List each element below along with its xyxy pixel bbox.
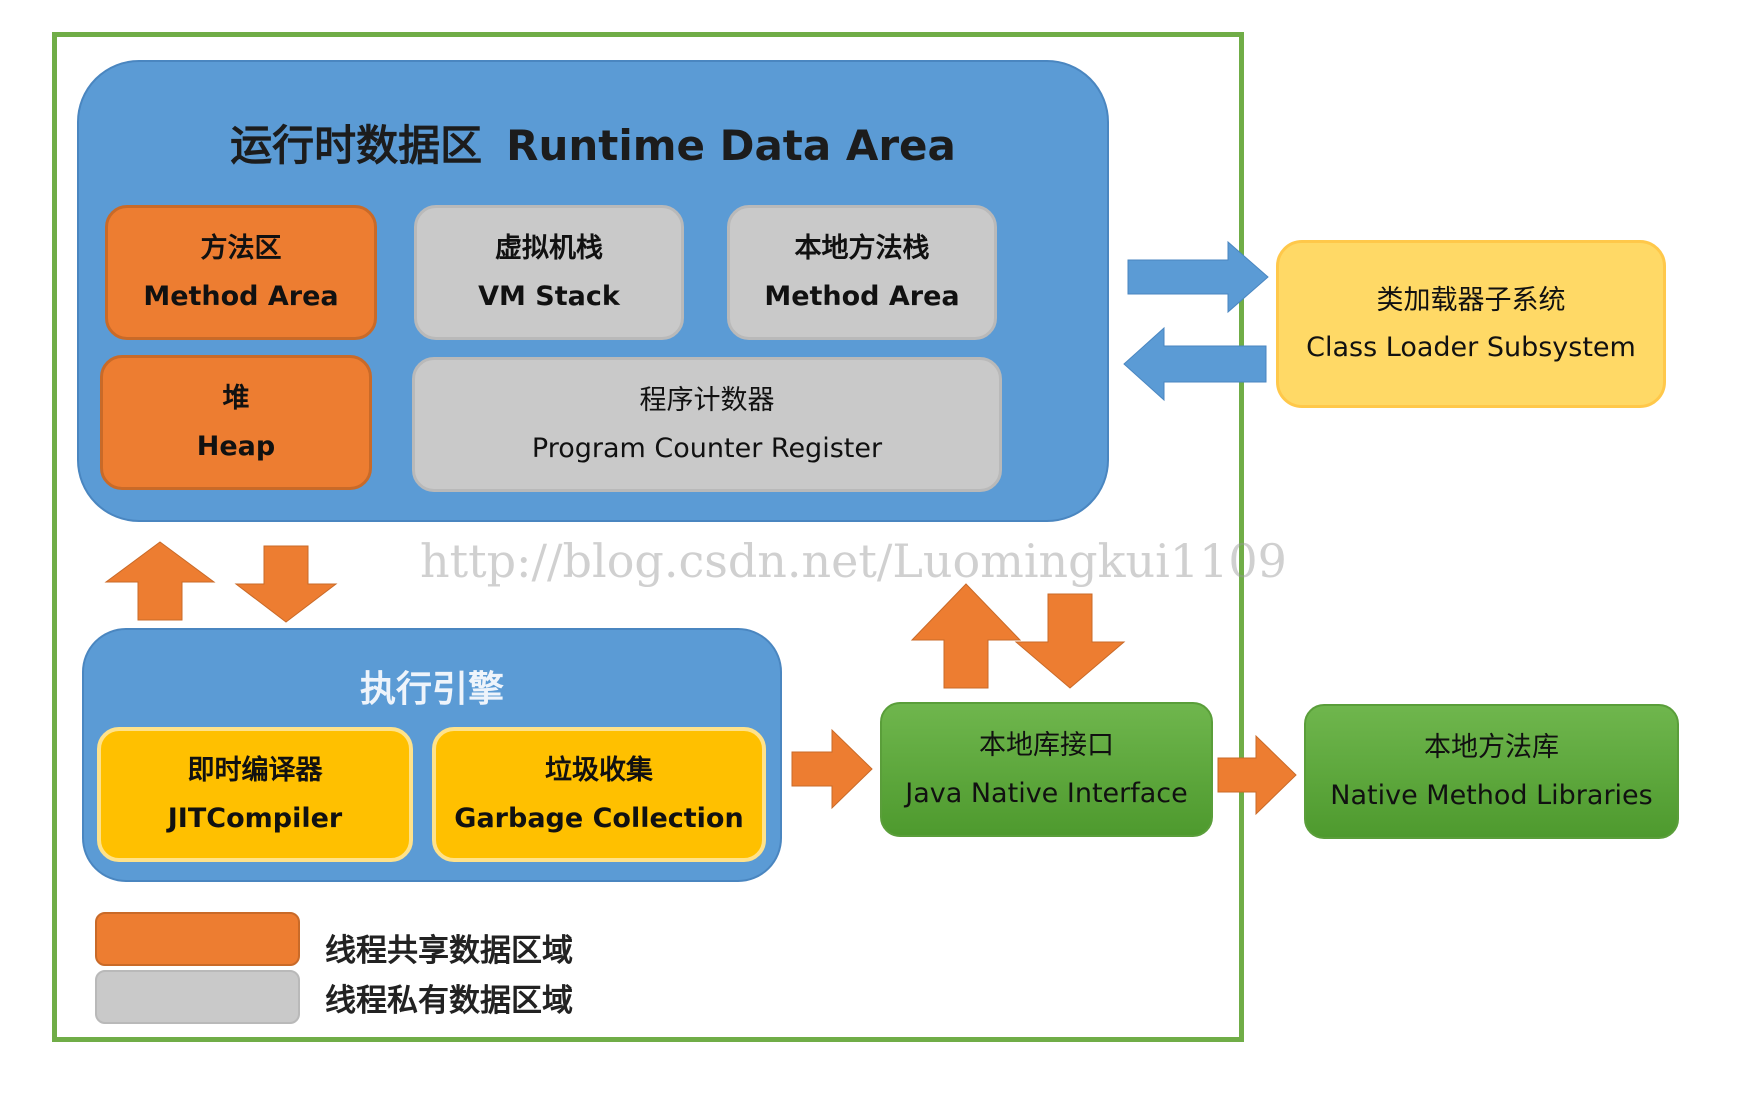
runtime-title-cn: 运行时数据区 (230, 121, 483, 170)
execution-engine-title: 执行引擎 (359, 669, 504, 710)
native-method-stack-en: Method Area (764, 280, 960, 312)
arrow-engine-to-runtime (104, 541, 216, 621)
vm-stack-box: 虚拟机栈 VM Stack (414, 205, 684, 340)
vm-stack-en: VM Stack (478, 280, 620, 312)
method-area-en: Method Area (143, 280, 339, 312)
outer-green-frame (52, 32, 1244, 1042)
method-area-cn: 方法区 (200, 233, 282, 265)
garbage-collection-cn: 垃圾收集 (545, 755, 653, 787)
program-counter-cn: 程序计数器 (639, 385, 775, 417)
arrow-runtime-to-classloader (1127, 240, 1269, 314)
watermark-text: http://blog.csdn.net/Luomingkui1109 (420, 534, 1287, 588)
heap-en: Heap (196, 430, 276, 462)
legend-shared-label: 线程共享数据区域 (325, 933, 573, 969)
heap-box: 堆 Heap (100, 355, 372, 490)
legend-private-swatch (95, 970, 300, 1024)
heap-cn: 堆 (222, 383, 250, 415)
vm-stack-cn: 虚拟机栈 (495, 233, 603, 265)
native-interface-en: Java Native Interface (905, 777, 1188, 809)
program-counter-box: 程序计数器 Program Counter Register (412, 357, 1002, 492)
native-method-stack-box: 本地方法栈 Method Area (727, 205, 997, 340)
runtime-title-en: Runtime Data Area (506, 121, 956, 170)
garbage-collection-box: 垃圾收集 Garbage Collection (432, 727, 766, 862)
native-interface-cn: 本地库接口 (979, 730, 1114, 762)
native-method-stack-cn: 本地方法栈 (794, 233, 930, 265)
class-loader-cn: 类加载器子系统 (1376, 284, 1566, 316)
legend-shared-swatch (95, 912, 300, 966)
arrow-classloader-to-runtime (1123, 326, 1267, 402)
arrow-runtime-to-native (1014, 593, 1126, 689)
class-loader-en: Class Loader Subsystem (1306, 332, 1636, 363)
legend-private-label: 线程私有数据区域 (325, 983, 573, 1019)
jit-compiler-en: JITCompiler (167, 802, 343, 834)
runtime-data-area-title: 运行时数据区 Runtime Data Area (77, 112, 1109, 173)
program-counter-en: Program Counter Register (531, 432, 883, 464)
arrow-runtime-to-engine (234, 545, 338, 623)
class-loader-box: 类加载器子系统 Class Loader Subsystem (1276, 240, 1666, 408)
arrow-native-to-runtime (910, 583, 1022, 689)
native-interface-box: 本地库接口 Java Native Interface (880, 702, 1213, 837)
native-libraries-en: Native Method Libraries (1330, 779, 1653, 811)
native-libraries-cn: 本地方法库 (1424, 732, 1559, 764)
jit-compiler-cn: 即时编译器 (187, 755, 323, 787)
arrow-native-to-libraries (1217, 734, 1297, 816)
native-libraries-box: 本地方法库 Native Method Libraries (1304, 704, 1679, 839)
garbage-collection-en: Garbage Collection (454, 802, 744, 834)
jit-compiler-box: 即时编译器 JITCompiler (97, 727, 413, 862)
arrow-engine-to-native (791, 728, 873, 810)
method-area-box: 方法区 Method Area (105, 205, 377, 340)
